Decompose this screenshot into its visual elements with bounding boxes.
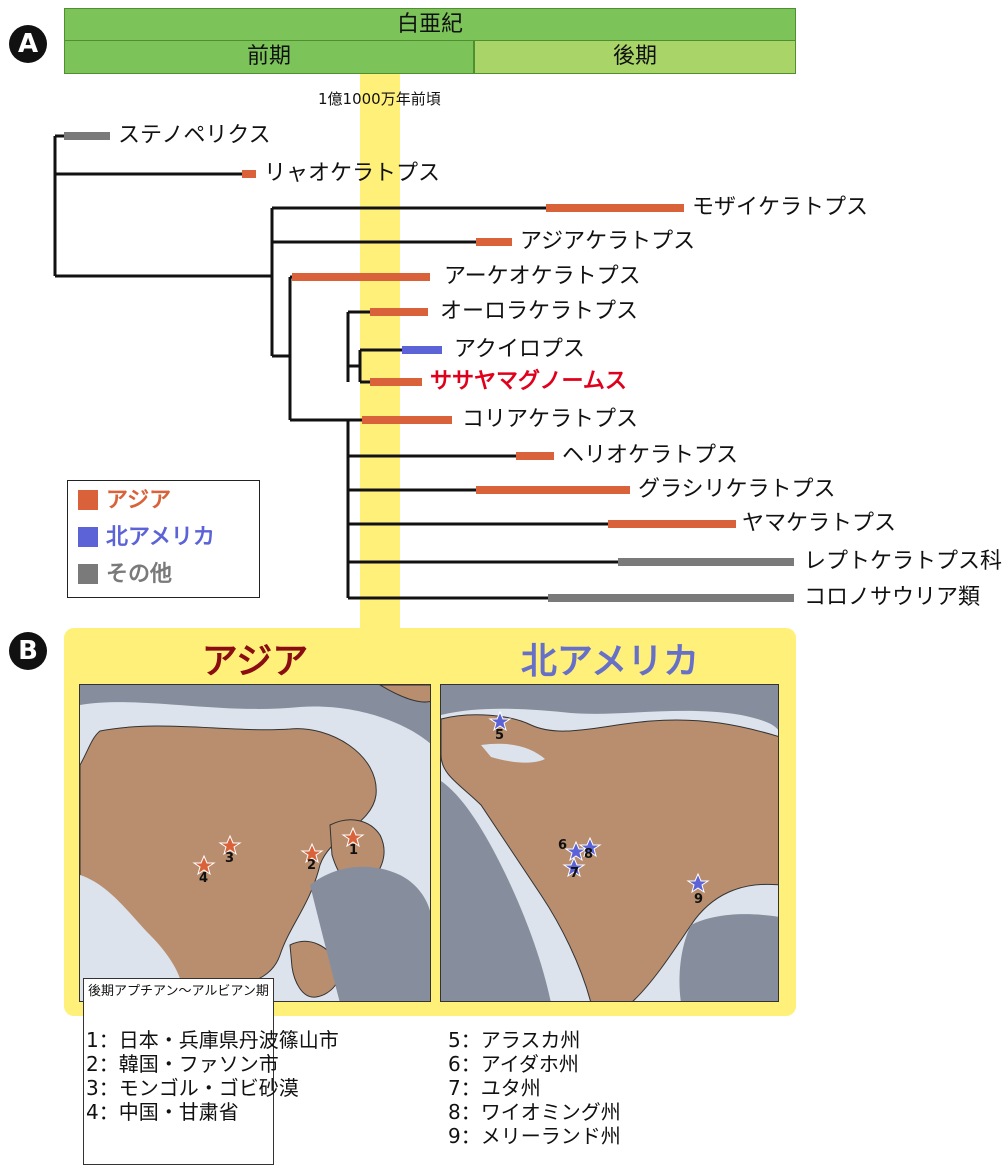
legend-item-other: その他 [78,561,172,589]
taxon-leptoceratopsidae: レプトケラトプス科 [804,549,1003,574]
map-title-north-america: 北アメリカ [520,641,700,682]
region-legend: アジア 北アメリカ その他 [67,480,260,598]
legend-label-north-america: 北アメリカ [106,525,215,550]
asia-site-markers [192,826,365,876]
location-item: 8：ワイオミング州 [448,1100,621,1124]
site-label-1: 1 [349,843,359,858]
site-star-5 [488,710,512,732]
taxon-graciliceratops: グラシリケラトプス [638,477,836,502]
legend-swatch-other [78,564,98,584]
taxon-koreaceratops: コリアケラトプス [462,407,639,432]
location-list-asia: 1：日本・兵庫県丹波篠山市 2：韓国・ファソン市 3：モンゴル・ゴビ砂漠 4：中… [86,1028,339,1124]
site-label-4: 4 [199,871,209,886]
location-item: 1：日本・兵庫県丹波篠山市 [86,1028,339,1052]
legend-swatch-asia [78,490,98,510]
location-item: 5：アラスカ州 [448,1028,581,1052]
site-star-8 [578,836,602,858]
location-item: 2：韓国・ファソン市 [86,1052,279,1076]
site-label-5: 5 [495,728,505,743]
panel-b-badge: B [9,632,47,670]
location-item: 3：モンゴル・ゴビ砂漠 [86,1076,299,1100]
taxon-archaeoceratops: アーケオケラトプス [444,264,641,289]
site-label-7: 7 [570,866,580,881]
legend-label-asia: アジア [106,488,172,513]
taxon-sasayamagnomus: ササヤマグノームス [430,369,627,394]
site-label-6: 6 [558,838,568,853]
period-late: 後期 [474,40,796,74]
legend-swatch-north-america [78,527,98,547]
map-asia [79,684,431,1002]
map-north-america-graphic [441,685,778,1001]
site-star-6 [564,840,588,862]
map-north-america [440,684,779,1002]
site-star-3 [218,834,242,856]
map-asia-graphic [80,685,430,1001]
taxon-liaoceratops: リャオケラトプス [264,161,441,186]
time-marker-band [360,74,400,630]
site-star-2 [300,842,324,864]
location-list-north-america: 5：アラスカ州 6：アイダホ州 7：ユタ州 8：ワイオミング州 9：メリーランド… [448,1028,621,1148]
site-star-9 [686,872,710,894]
site-star-4 [192,854,216,876]
site-label-9: 9 [694,892,704,907]
na-site-markers [488,710,710,894]
taxon-coronosauria: コロノサウリア類 [804,585,981,610]
legend-label-other: その他 [106,562,173,587]
taxon-stenopelix: ステノペリクス [118,123,271,148]
legend-item-asia: アジア [78,487,171,515]
location-item: 6：アイダホ州 [448,1052,579,1076]
taxon-yamaceratops: ヤマケラトプス [742,511,897,536]
taxon-aquilops: アクイロプス [454,337,585,362]
taxon-asiaceratops: アジアケラトプス [520,229,696,254]
map-title-asia: アジア [201,641,309,682]
location-item: 7：ユタ州 [448,1076,541,1100]
phylogeny-tree [53,132,794,602]
tree-branches [53,134,618,600]
taxon-mosaiceratops: モザイケラトプス [692,195,869,220]
taxon-helioceratops: ヘリオケラトプス [562,443,739,468]
site-label-8: 8 [584,847,594,862]
site-label-2: 2 [307,858,317,873]
map-period-caption: 後期アプチアン～アルビアン期 [83,978,274,1165]
site-star-1 [341,826,365,848]
site-star-7 [562,856,586,878]
taxon-auroraceratops: オーロラケラトプス [440,299,639,324]
location-item: 4：中国・甘粛省 [86,1100,239,1124]
legend-item-north-america: 北アメリカ [78,524,215,552]
location-item: 9：メリーランド州 [448,1124,621,1148]
site-label-3: 3 [225,851,235,866]
period-early: 前期 [64,40,474,74]
panel-a-badge: A [9,25,47,63]
tree-ranges [64,132,794,602]
time-marker-label: 1億1000万年前頃 [318,90,441,108]
